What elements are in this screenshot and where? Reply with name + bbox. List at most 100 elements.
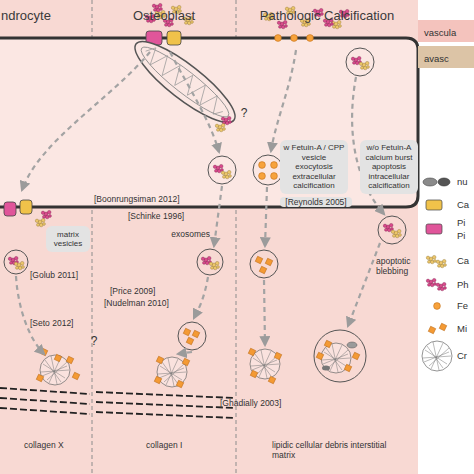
collagen-fibres [0, 388, 234, 418]
legend-icons [426, 200, 442, 210]
pathologic-surface [307, 35, 314, 42]
pathway-arrows [170, 52, 219, 152]
crystal-deposits [248, 348, 255, 355]
column-heading: Osteoblast [92, 0, 236, 23]
reference: [Schinke 1996] [128, 211, 194, 221]
vesicles [4, 48, 406, 350]
reference: [Boonrungsiman 2012] [94, 194, 186, 204]
collagen-fibres [0, 408, 90, 414]
legend-text: Cr [457, 350, 467, 361]
reference: [Nudelman 2010] [104, 298, 184, 308]
legend-text: Pi [457, 217, 465, 228]
legend-icons [436, 282, 446, 290]
crystal-deposits [40, 355, 70, 385]
reference: [Golub 2011] [30, 270, 88, 280]
legend-icons [438, 178, 450, 186]
vesicles [346, 48, 374, 76]
osteoblast-channels [167, 31, 181, 45]
vesicles [192, 330, 199, 337]
vesicles [183, 328, 190, 335]
legend-icons [428, 326, 435, 333]
crystal-deposits [324, 340, 331, 347]
legend-text: Ca [457, 199, 469, 210]
label-box: w/o Fetuin-A calcium burst apoptosis int… [360, 140, 418, 194]
crystal-deposits [250, 370, 257, 377]
vesicles [221, 170, 231, 178]
vesicles [250, 250, 278, 278]
crystal-deposits [156, 356, 163, 363]
reference: [Reynolds 2005] [280, 197, 352, 207]
legend-text: vascula [424, 27, 456, 38]
vesicles [391, 229, 401, 237]
collagen-fibres [96, 392, 234, 398]
chondrocyte-channels [35, 218, 45, 226]
crystal-deposits [36, 374, 43, 381]
crystal-deposits [268, 376, 275, 383]
vesicles [197, 249, 223, 275]
pathway-arrows [214, 186, 222, 246]
reference: [Price 2009] [110, 286, 174, 296]
vesicles [259, 162, 266, 169]
crystal-deposits [321, 343, 351, 373]
vesicles [255, 256, 262, 263]
legend-text: Fe [457, 300, 468, 311]
vascular-background [0, 0, 418, 474]
cell-membrane [0, 38, 418, 207]
pathway-arrows [178, 352, 192, 354]
box-text: matrix vesicles [48, 230, 88, 249]
crystal-deposits [182, 358, 189, 365]
vesicles [259, 266, 266, 273]
crystal-deposits [316, 352, 323, 359]
box-text: w/o Fetuin-A calcium burst apoptosis int… [362, 143, 416, 190]
collagen-fibres [0, 398, 90, 404]
collagen-fibres [96, 402, 234, 408]
pathway-arrows [271, 50, 296, 151]
pathway-arrows [348, 243, 380, 326]
crystal-deposits [154, 376, 161, 383]
column-band: ndrocytematrix vesicles [0, 0, 92, 474]
crystal-deposits [344, 364, 351, 371]
vesicles [259, 173, 266, 180]
crystal-deposits [274, 352, 281, 359]
crystal-deposits [157, 357, 187, 387]
process-label: apoptotic blebbing [376, 256, 418, 276]
pathway-arrows [22, 52, 150, 190]
pathway-arrows [194, 277, 208, 318]
legend-icons [426, 278, 436, 286]
pathway-arrows [265, 187, 267, 246]
illustration [215, 123, 225, 131]
crystal-deposits [66, 356, 73, 363]
pathway-arrows [264, 280, 265, 345]
crystal-deposits [322, 366, 330, 371]
pathologic-surface [291, 35, 298, 42]
legend-icons [418, 178, 457, 375]
legend-icons [434, 303, 441, 310]
legend-icons [426, 224, 442, 234]
chondrocyte-channels [20, 200, 32, 214]
crystal-deposits [314, 330, 366, 382]
matrix-label: collagen X [24, 440, 84, 450]
question-mark: ? [86, 334, 102, 348]
process-label: exosomes [150, 229, 210, 239]
matrix-label: lipidic cellular debris interstitial mat… [272, 440, 396, 460]
legend-icons [422, 341, 452, 371]
vesicles [178, 322, 206, 350]
question-mark: ? [236, 106, 252, 120]
vesicles [186, 337, 193, 344]
label-box: w Fetuin-A / CPP vesicle exocytosis extr… [280, 140, 348, 194]
vesicles [265, 258, 272, 265]
mitochondrion [126, 30, 245, 133]
crystal-deposits [176, 380, 183, 387]
chondrocyte-channels [4, 200, 51, 227]
chondrocyte-channels [4, 202, 16, 216]
vesicles [4, 250, 28, 274]
collagen-fibres [96, 412, 234, 418]
legend-text: Pi [457, 230, 465, 241]
reference: [Seto 2012] [30, 318, 88, 328]
legend-icons [436, 259, 446, 267]
box-text: w Fetuin-A / CPP vesicle exocytosis extr… [282, 143, 346, 190]
pathway-arrows [16, 276, 44, 354]
legend-icons [439, 323, 446, 330]
pathway-arrows [16, 50, 384, 354]
